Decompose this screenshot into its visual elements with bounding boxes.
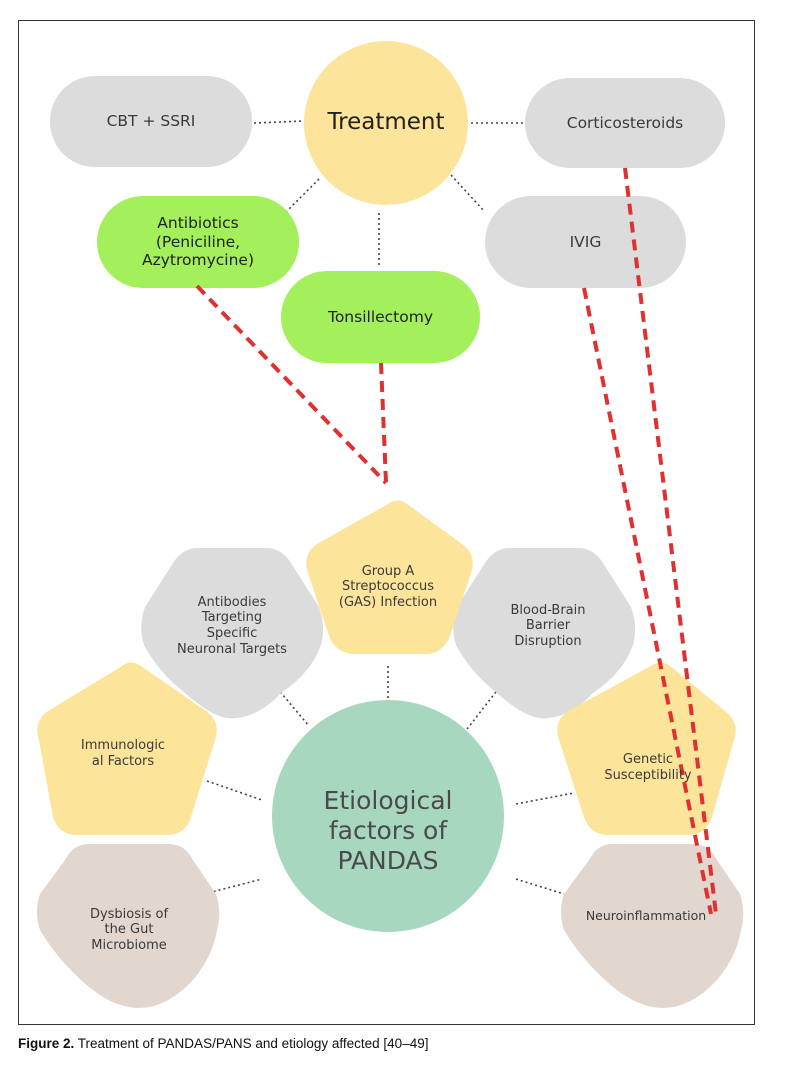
figure-frame: CBT + SSRI Corticosteroids Treatment Ant… — [18, 20, 755, 1025]
gas-label: Group A Streptococcus (GAS) Infection — [338, 563, 438, 610]
caption-label: Figure 2. — [18, 1036, 75, 1051]
diagram-canvas — [37, 41, 744, 1008]
antibiotics-node — [97, 196, 299, 288]
connector-immunologic — [206, 780, 263, 801]
antibiotics-label: Antibiotics (Peniciline, Azytromycine) — [141, 214, 254, 270]
red-link-antibiotics-gas — [195, 284, 388, 485]
cbt-ssri-label: CBT + SSRI — [106, 112, 196, 131]
bbb-label: Blood-Brain Barrier Disruption — [510, 602, 586, 649]
cbt-ssri-node — [50, 76, 252, 167]
tonsillectomy-node — [281, 271, 480, 363]
bbb-node — [453, 548, 636, 719]
red-link-ivig-neuro — [582, 287, 713, 915]
figure-caption: Figure 2. Treatment of PANDAS/PANS and e… — [18, 1036, 758, 1051]
etiology-center-label: Etiological factors of PANDAS — [323, 786, 453, 875]
ivig-label: IVIG — [569, 232, 602, 251]
treatment-center-node — [304, 41, 468, 205]
antibodies-label: Antibodies Targeting Specific Neuronal T… — [177, 594, 287, 657]
gas-node — [306, 500, 473, 654]
corticosteroids-label: Corticosteroids — [566, 113, 684, 132]
genetic-label: Genetic Susceptibility — [604, 752, 692, 783]
connector-neuroinflammation — [515, 878, 565, 895]
etiology-center-node — [272, 700, 504, 932]
connector-antibodies — [276, 687, 310, 727]
caption-text: Treatment of PANDAS/PANS and etiology af… — [74, 1036, 429, 1051]
corticosteroids-node — [525, 78, 725, 168]
tonsillectomy-label: Tonsillectomy — [327, 307, 434, 326]
dysbiosis-node — [37, 844, 220, 1008]
connector-ivig — [450, 174, 485, 212]
neuroinflammation-node — [561, 844, 744, 1008]
treatment-center-label: Treatment — [327, 109, 445, 136]
neuroinflammation-label: Neuroinflammation — [585, 907, 707, 923]
red-link-tonsillectomy-gas — [379, 362, 388, 484]
connector-antibiotics — [286, 178, 320, 212]
connector-cbt — [253, 120, 305, 124]
immunologic-node — [37, 662, 217, 835]
immunologic-label: Immunologic al Factors — [80, 738, 166, 769]
connector-bbb — [463, 687, 500, 734]
antibodies-node — [141, 548, 324, 719]
dysbiosis-label: Dysbiosis of the Gut Microbiome — [89, 906, 169, 953]
connector-genetic — [515, 792, 575, 805]
